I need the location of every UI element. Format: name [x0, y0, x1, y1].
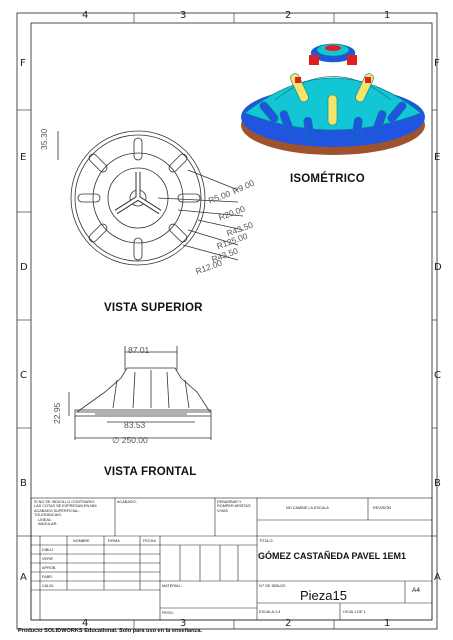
zone-row-d-right: D — [434, 262, 442, 273]
drawing-name: Pieza15 — [300, 588, 347, 603]
col-header-fecha: FECHA — [143, 539, 156, 543]
drawing-number-label: N.º DE DIBUJO — [259, 584, 286, 588]
row-label-calid: CALID. — [42, 584, 55, 588]
sheet-size: A4 — [412, 587, 420, 594]
zone-row-a-left: A — [20, 572, 27, 583]
zone-row-f-right: F — [434, 58, 440, 69]
isometric-view — [241, 43, 425, 155]
educational-footer: Producto SOLIDWORKS Educational. Solo pa… — [18, 628, 203, 634]
dim-front-250: ∅ 250.00 — [112, 435, 148, 445]
row-label-fabr: FABR. — [42, 575, 53, 579]
zone-row-b-right: B — [434, 478, 441, 489]
note-line: TOLERANCIAS: — [34, 513, 62, 518]
zone-row-e-right: E — [434, 152, 441, 163]
note-line: LAS COTAS SE EXPRESAN EN MM — [34, 504, 97, 509]
zone-col-2-bottom: 2 — [285, 618, 292, 629]
col-header-nombre: NOMBRE — [73, 539, 90, 543]
top-view — [57, 130, 244, 266]
material-label: MATERIAL: — [162, 584, 182, 588]
zone-col-1-top: 1 — [384, 10, 391, 21]
rebarbar-line: VIVAS — [217, 508, 228, 513]
no-cambie-escala: NO CAMBIE LA ESCALA — [286, 506, 329, 510]
peso-label: PESO: — [162, 611, 174, 615]
zone-row-e-left: E — [20, 152, 27, 163]
zone-row-d-left: D — [20, 262, 28, 273]
acabado-label: ACABADO: — [117, 500, 137, 504]
zone-row-c-right: C — [434, 370, 441, 381]
note-line: LINEAL: — [38, 517, 53, 522]
zone-col-4-top: 4 — [82, 10, 89, 21]
isometric-title: ISOMÉTRICO — [290, 173, 365, 185]
zone-row-b-left: B — [20, 478, 27, 489]
zone-row-a-right: A — [434, 572, 441, 583]
row-label-verif: VERIF. — [42, 557, 54, 561]
zone-col-3-top: 3 — [180, 10, 187, 21]
hoja-label: HOJA 1 DE 1 — [343, 610, 366, 614]
note-line: SI NO SE INDICA LO CONTRARIO: — [34, 500, 96, 504]
zone-col-2-top: 2 — [285, 10, 292, 21]
row-label-aprob: APROB. — [42, 566, 57, 570]
zone-col-1-bottom: 1 — [384, 618, 391, 629]
zone-row-f-left: F — [20, 58, 26, 69]
col-header-firma: FIRMA — [108, 539, 120, 543]
rebarbar-note: REBARBAR Y ROMPER ARISTAS VIVAS — [217, 500, 250, 513]
rebarbar-line: ROMPER ARISTAS — [217, 504, 251, 509]
row-label-dibuj: DIBUJ. — [42, 548, 55, 552]
rebarbar-line: REBARBAR Y — [217, 500, 242, 504]
top-view-title: VISTA SUPERIOR — [104, 302, 203, 314]
zone-col-4-bottom: 4 — [82, 618, 89, 629]
note-line: ANGULAR: — [38, 522, 58, 527]
zone-col-3-bottom: 3 — [180, 618, 187, 629]
note-line: ACABADO SUPERFICIAL: — [34, 508, 80, 513]
zone-row-c-left: C — [20, 370, 27, 381]
titulo-label: TÍTULO: — [259, 539, 274, 543]
title-block-notes: SI NO SE INDICA LO CONTRARIO: LAS COTAS … — [34, 500, 97, 526]
front-view-title: VISTA FRONTAL — [104, 466, 197, 478]
dim-front-83-53: 83.53 — [124, 420, 146, 430]
revision-label: REVISIÓN — [373, 506, 392, 510]
dim-front-87-01: 87.01 — [128, 345, 150, 355]
front-view — [68, 346, 212, 440]
drawing-title: GÓMEZ CASTAÑEDA PAVEL 1EM1 — [258, 551, 407, 561]
escala-label: ESCALA:1:4 — [259, 610, 281, 614]
